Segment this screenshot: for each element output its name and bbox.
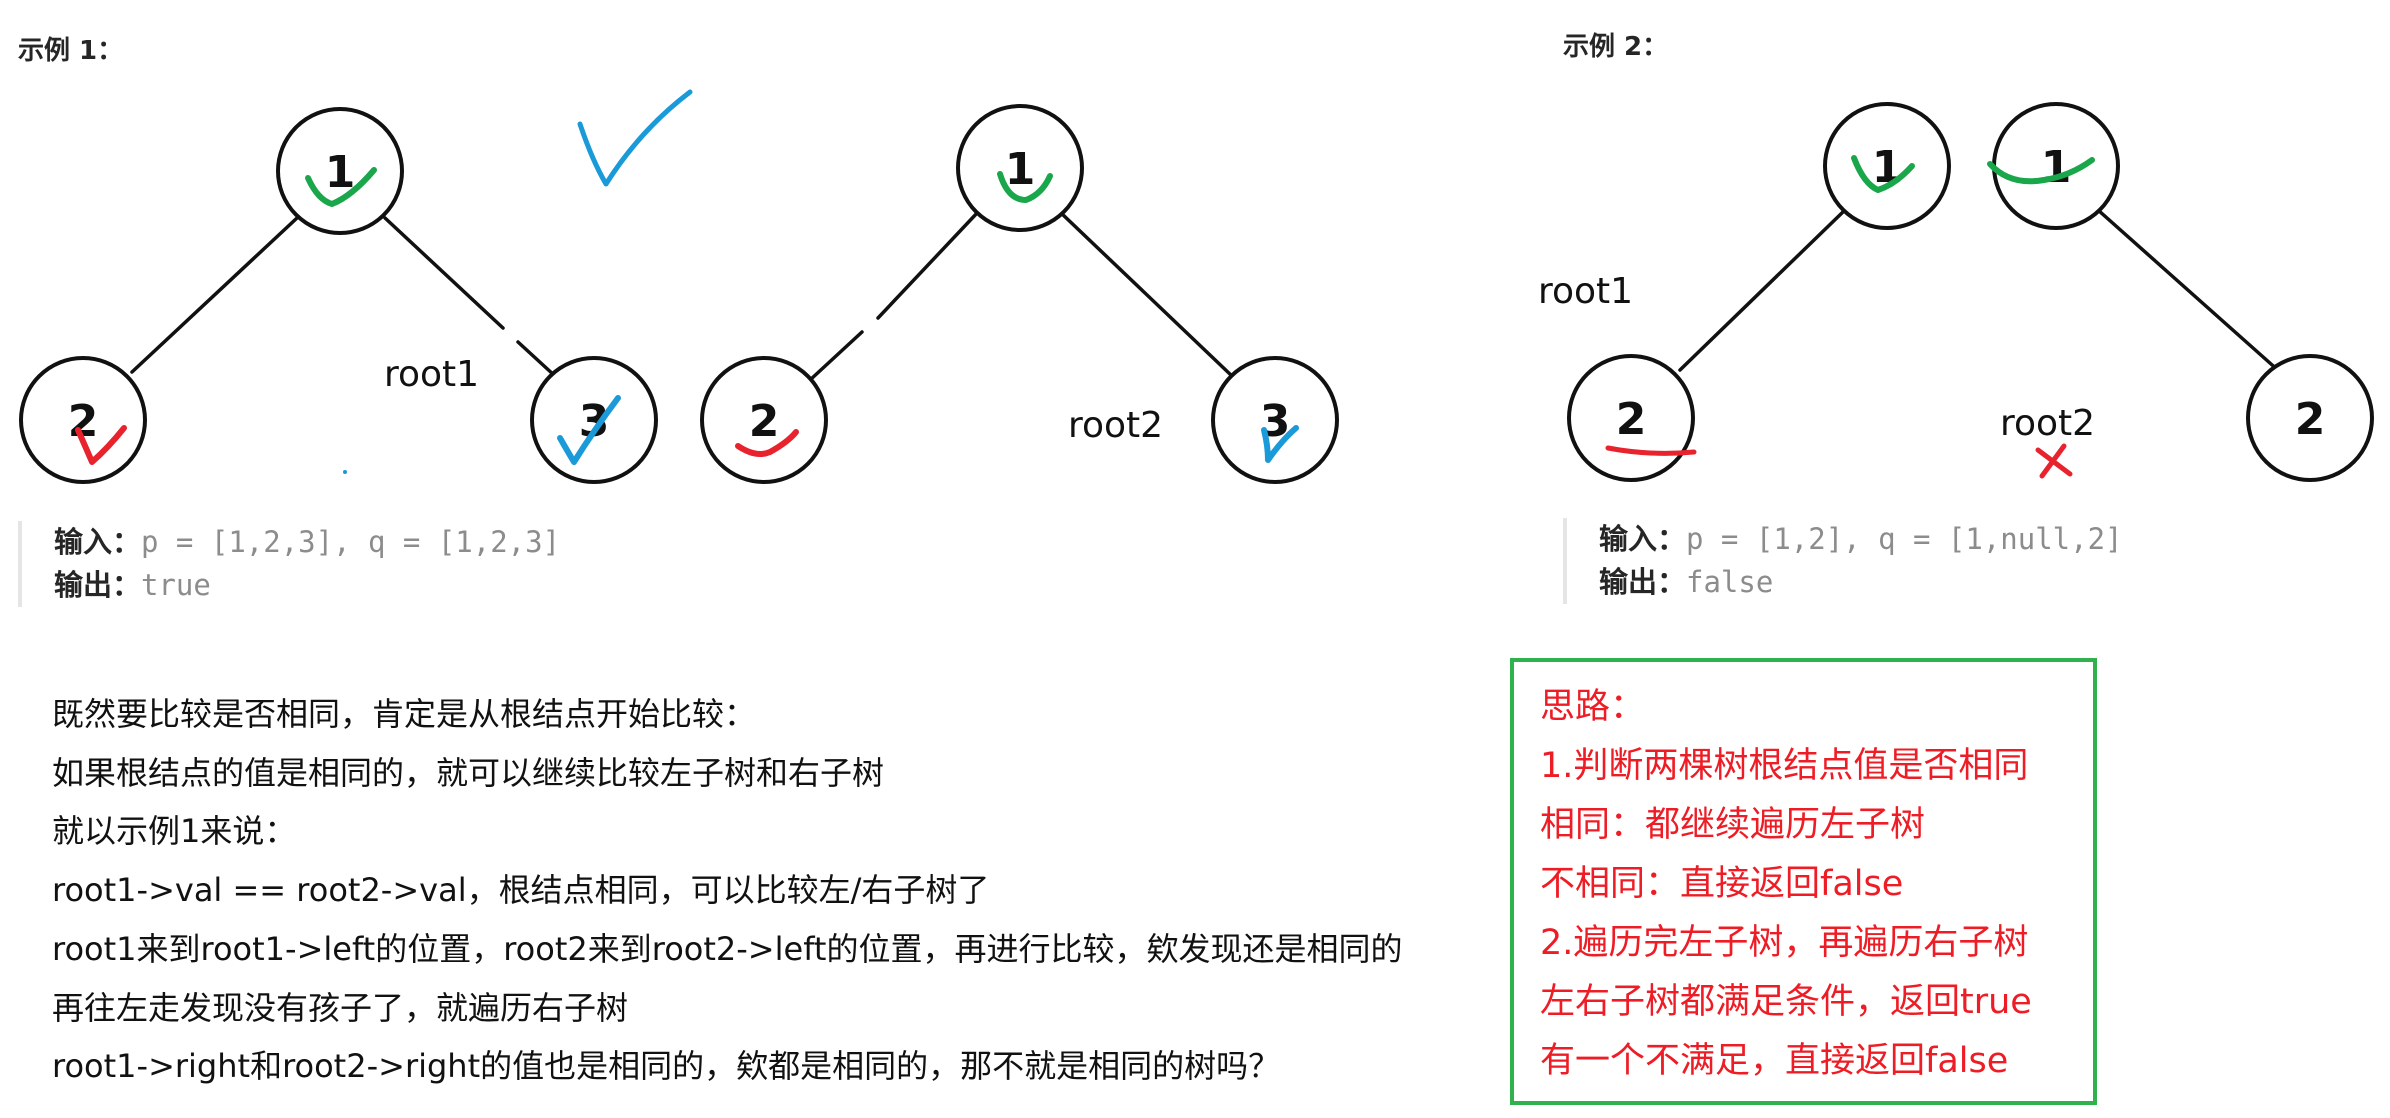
- edge-p1-root-right-upper: [383, 216, 505, 330]
- idea-line: 不相同：直接返回false: [1540, 864, 1904, 904]
- note-line: 如果根结点的值是相同的，就可以继续比较左子树和右子树: [52, 753, 885, 792]
- output-value: false: [1686, 565, 1774, 599]
- edge-q1-root-left-upper: [876, 210, 980, 320]
- edge-q1-root-right: [1058, 210, 1234, 378]
- root2-label-ex1: root2: [1068, 405, 1163, 446]
- input-value: p = [1,2,3], q = [1,2,3]: [141, 525, 561, 559]
- check-mark-icon: [305, 167, 377, 207]
- idea-line: 有一个不满足，直接返回false: [1540, 1041, 2009, 1081]
- root2-label-ex2: root2: [2000, 403, 2095, 444]
- idea-line: 1.判断两棵树根结点值是否相同: [1540, 746, 2029, 786]
- tree-p1-left-node: [19, 356, 147, 484]
- input-key: 输入：: [54, 525, 142, 559]
- tree-q1-root-value: 1: [1005, 144, 1036, 195]
- output-value: true: [141, 568, 211, 602]
- check-mark-icon: [577, 89, 693, 187]
- tree-q1-left-node: [700, 356, 828, 484]
- tree-q2-right-node: [2246, 354, 2374, 482]
- note-line: 再往左走发现没有孩子了，就遍历右子树: [52, 988, 629, 1027]
- edge-p2-root-left: [1678, 208, 1847, 372]
- tree-p1-root-node: [276, 107, 404, 235]
- tree-q1-right-node: [1211, 356, 1339, 484]
- edge-p1-root-right-lower: [516, 340, 557, 378]
- tree-p2-left-node: [1567, 354, 1695, 482]
- example2-io: 输入：p = [1,2], q = [1,null,2] 输出：false: [1563, 518, 2123, 604]
- tree-p1-right-value: 3: [579, 396, 610, 447]
- check-mark-icon: [1987, 157, 2095, 185]
- edge-q1-root-left-lower: [808, 330, 864, 382]
- cross-mark-icon: [2035, 443, 2073, 479]
- explanation-notes: 既然要比较是否相同，肯定是从根结点开始比较： 如果根结点的值是相同的，就可以继续…: [52, 685, 1402, 1096]
- idea-line: 2.遍历完左子树，再遍历右子树: [1540, 923, 2029, 963]
- root1-label-ex2: root1: [1538, 271, 1633, 312]
- tree-p2-root-node: [1823, 102, 1951, 230]
- tree-q2-root-value: 1: [2041, 142, 2072, 193]
- note-line: root1->right和root2->right的值也是相同的，欸都是相同的，…: [52, 1047, 1281, 1086]
- idea-line: 左右子树都满足条件，返回true: [1540, 982, 2032, 1022]
- tree-p2-left-value: 2: [1616, 394, 1647, 445]
- check-mark-icon: [1261, 425, 1299, 463]
- tree-q1-root-node: [956, 104, 1084, 232]
- input-key: 输入：: [1599, 522, 1687, 556]
- check-mark-icon: [997, 171, 1053, 203]
- dot-mark-icon: [343, 470, 347, 474]
- idea-title: 思路：: [1540, 687, 1646, 727]
- root1-label-ex1: root1: [384, 354, 479, 395]
- output-key: 输出：: [54, 568, 142, 602]
- example2-title: 示例 2：: [1563, 32, 1669, 62]
- idea-box: 思路： 1.判断两棵树根结点值是否相同 相同：都继续遍历左子树 不相同：直接返回…: [1510, 658, 2097, 1105]
- note-line: 既然要比较是否相同，肯定是从根结点开始比较：: [52, 695, 757, 733]
- tree-q1-left-value: 2: [749, 396, 780, 447]
- note-line: 就以示例1来说：: [52, 812, 297, 851]
- tree-q2-right-value: 2: [2295, 394, 2326, 445]
- output-key: 输出：: [1599, 565, 1687, 599]
- edge-q2-root-right: [2096, 208, 2282, 374]
- note-line: root1来到root1->left的位置，root2来到root2->left…: [52, 929, 1403, 968]
- check-mark-icon: [735, 429, 799, 457]
- example1-title: 示例 1：: [18, 36, 124, 66]
- idea-line: 相同：都继续遍历左子树: [1540, 805, 1926, 845]
- input-value: p = [1,2], q = [1,null,2]: [1686, 522, 2123, 556]
- check-mark-icon: [75, 425, 127, 465]
- check-mark-icon: [557, 395, 621, 465]
- tree-p1-right-node: [530, 356, 658, 484]
- underline-mark-icon: [1605, 445, 1697, 456]
- check-mark-icon: [1851, 155, 1915, 193]
- example1-io: 输入：p = [1,2,3], q = [1,2,3] 输出：true: [18, 521, 560, 607]
- note-line: root1->val == root2->val，根结点相同，可以比较左/右子树…: [52, 871, 990, 910]
- edge-p1-root-left: [130, 216, 299, 374]
